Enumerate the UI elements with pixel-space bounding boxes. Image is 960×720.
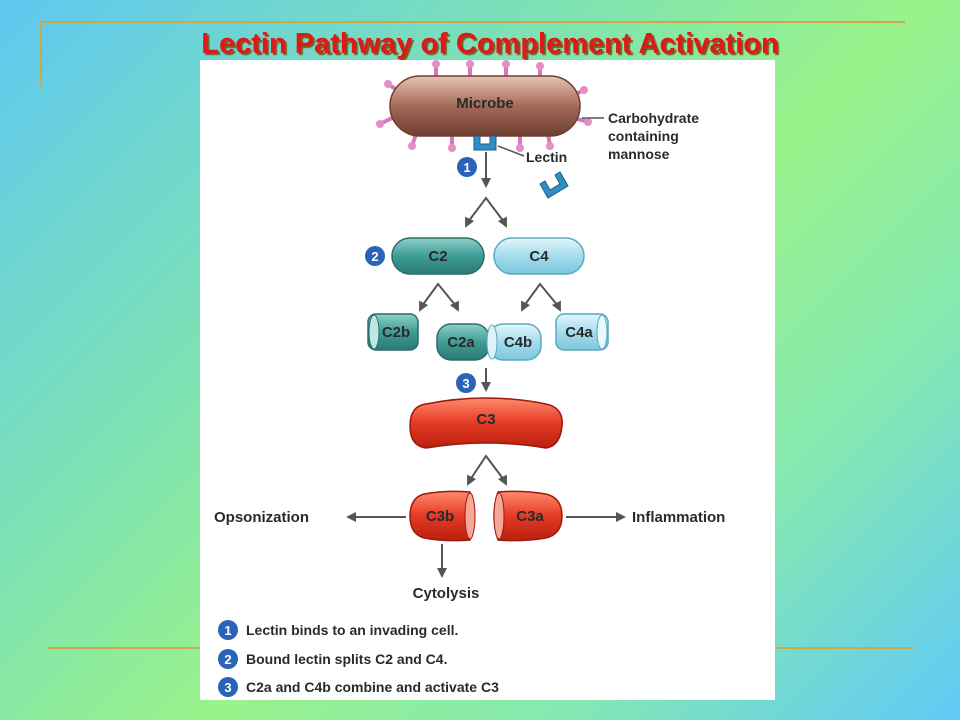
diagram-panel xyxy=(200,60,775,700)
legend-text-3: C2a and C4b combine and activate C3 xyxy=(246,679,499,695)
split-arrow-c2b xyxy=(449,300,459,312)
c4a-cut-face xyxy=(596,314,608,350)
legend-badge-2 xyxy=(218,649,238,669)
step-1-number: 1 xyxy=(463,160,470,175)
legend-number-3: 3 xyxy=(224,680,231,695)
lectin-label: Lectin xyxy=(526,149,567,165)
split-chevron-1 xyxy=(467,196,505,223)
c2-label: C2 xyxy=(428,248,447,265)
c3a-cut-face xyxy=(493,492,505,540)
lectin-free-icon xyxy=(539,171,569,199)
microbe-label: Microbe xyxy=(456,95,514,112)
c2b-label: C2b xyxy=(382,324,410,341)
opsonization-label: Opsonization xyxy=(214,509,309,526)
frame-top-line xyxy=(40,21,905,23)
carbohydrate-label-3: mannose xyxy=(608,146,670,162)
c3b-label: C3b xyxy=(426,508,454,525)
c4a-label: C4a xyxy=(565,324,593,341)
step-3-badge xyxy=(456,373,476,393)
step-2-badge xyxy=(365,246,385,266)
c3b-fragment xyxy=(409,490,475,542)
split-chevron-c2 xyxy=(421,282,457,307)
step-2-number: 2 xyxy=(371,249,378,264)
legend-text-2: Bound lectin splits C2 and C4. xyxy=(246,651,447,667)
lectin-pointer xyxy=(497,145,525,157)
split-arrow-c3b xyxy=(467,474,477,486)
microbe-cell xyxy=(389,75,581,137)
split-arrow-1b xyxy=(497,216,507,228)
legend-badge-1 xyxy=(218,620,238,640)
split-arrow-c3a xyxy=(497,474,507,486)
c3-label: C3 xyxy=(476,411,495,428)
legend-number-1: 1 xyxy=(224,623,231,638)
inflammation-label: Inflammation xyxy=(632,509,725,526)
mannose-knobs xyxy=(376,60,592,152)
c3a-label: C3a xyxy=(516,508,544,525)
split-chevron-c3 xyxy=(469,454,505,481)
c2b-fragment xyxy=(367,313,419,351)
c3-protein xyxy=(409,397,563,449)
legend-number-2: 2 xyxy=(224,652,231,667)
legend-text-1: Lectin binds to an invading cell. xyxy=(246,622,458,638)
c4-protein xyxy=(493,237,585,275)
carbohydrate-label-2: containing xyxy=(608,128,679,144)
c2-protein xyxy=(391,237,485,275)
split-arrow-1a xyxy=(465,216,475,228)
slide-title: Lectin Pathway of Complement Activation xyxy=(201,28,779,60)
carbohydrate-label-1: Carbohydrate xyxy=(608,110,699,126)
c4-label: C4 xyxy=(529,248,549,265)
frame-left-line xyxy=(40,21,42,87)
cytolysis-label: Cytolysis xyxy=(413,585,480,602)
step-1-badge xyxy=(457,157,477,177)
split-arrow-c4a xyxy=(521,300,531,312)
c4a-fragment xyxy=(555,313,609,351)
c3b-cut-face xyxy=(464,492,476,540)
lectin-bound-icon xyxy=(473,135,497,151)
c2b-cut-face xyxy=(368,314,380,350)
split-arrow-c4b xyxy=(551,300,561,312)
c4b-label: C4b xyxy=(504,334,532,351)
c4b-cut-face xyxy=(486,324,498,360)
c2a-label: C2a xyxy=(447,334,475,351)
step-3-number: 3 xyxy=(462,376,469,391)
split-arrow-c2a xyxy=(419,300,429,312)
split-chevron-c4 xyxy=(523,282,559,307)
legend-badge-3 xyxy=(218,677,238,697)
legend: 1 Lectin binds to an invading cell. 2 Bo… xyxy=(218,620,499,697)
